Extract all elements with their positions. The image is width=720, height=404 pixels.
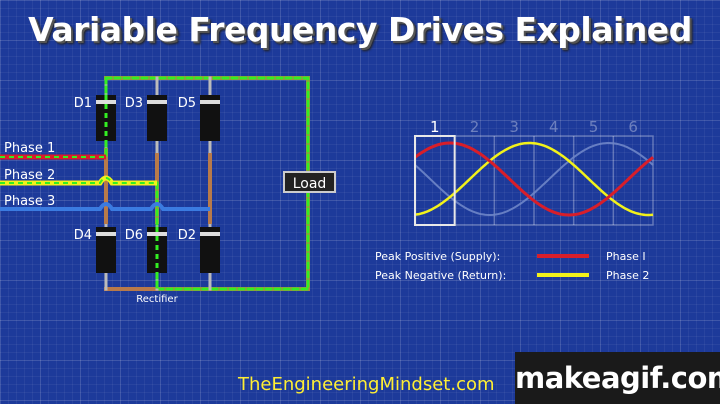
diode-label: D6 [125, 228, 143, 243]
diode: D4 [74, 227, 116, 273]
page-title: Variable Frequency Drives Explained [28, 10, 692, 49]
segment-number: 6 [628, 118, 638, 136]
legend-phase-positive: Phase I [606, 250, 646, 263]
diode-band [147, 232, 167, 236]
diode-band [96, 232, 116, 236]
phase-3-label: Phase 3 [4, 194, 55, 209]
diode-label: D5 [178, 96, 196, 111]
diode: D2 [178, 227, 220, 273]
segment-number: 2 [470, 118, 480, 136]
diode-label: D3 [125, 96, 143, 111]
rectifier-label: Rectifier [136, 294, 178, 305]
footer-website: TheEngineeringMindset.com [238, 374, 495, 395]
segment-number: 4 [549, 118, 559, 136]
diode-label: D2 [178, 228, 196, 243]
diode-band [200, 232, 220, 236]
phase-2-label: Phase 2 [4, 168, 55, 183]
diode-body [147, 95, 167, 141]
diode-band [96, 100, 116, 104]
legend-label-positive: Peak Positive (Supply): [375, 250, 500, 263]
load-box: Load [283, 171, 336, 193]
diode-label: D1 [74, 96, 92, 111]
load-label: Load [293, 176, 327, 192]
diode-band [200, 100, 220, 104]
legend: Peak Positive (Supply): Phase I Peak Neg… [375, 250, 649, 282]
watermark: makeagif.com [515, 352, 720, 404]
diode-body [200, 95, 220, 141]
highlighted-segment [414, 135, 456, 226]
diode: D1 [74, 95, 116, 141]
legend-label-negative: Peak Negative (Return): [375, 269, 506, 282]
diode: D3 [125, 95, 167, 141]
diode: D6 [125, 227, 167, 273]
phase-1-label: Phase 1 [4, 141, 55, 156]
phase-lines [0, 154, 210, 211]
segment-number: 5 [589, 118, 599, 136]
diode-body [200, 227, 220, 273]
diode: D5 [178, 95, 220, 141]
segment-number: 3 [509, 118, 519, 136]
diode-body [96, 227, 116, 273]
diode-label: D4 [74, 228, 92, 243]
segment-number: 1 [430, 118, 440, 136]
diode-band [147, 100, 167, 104]
legend-phase-negative: Phase 2 [606, 269, 649, 282]
waveform-chart: 1 2 3 4 5 6 [414, 118, 654, 226]
